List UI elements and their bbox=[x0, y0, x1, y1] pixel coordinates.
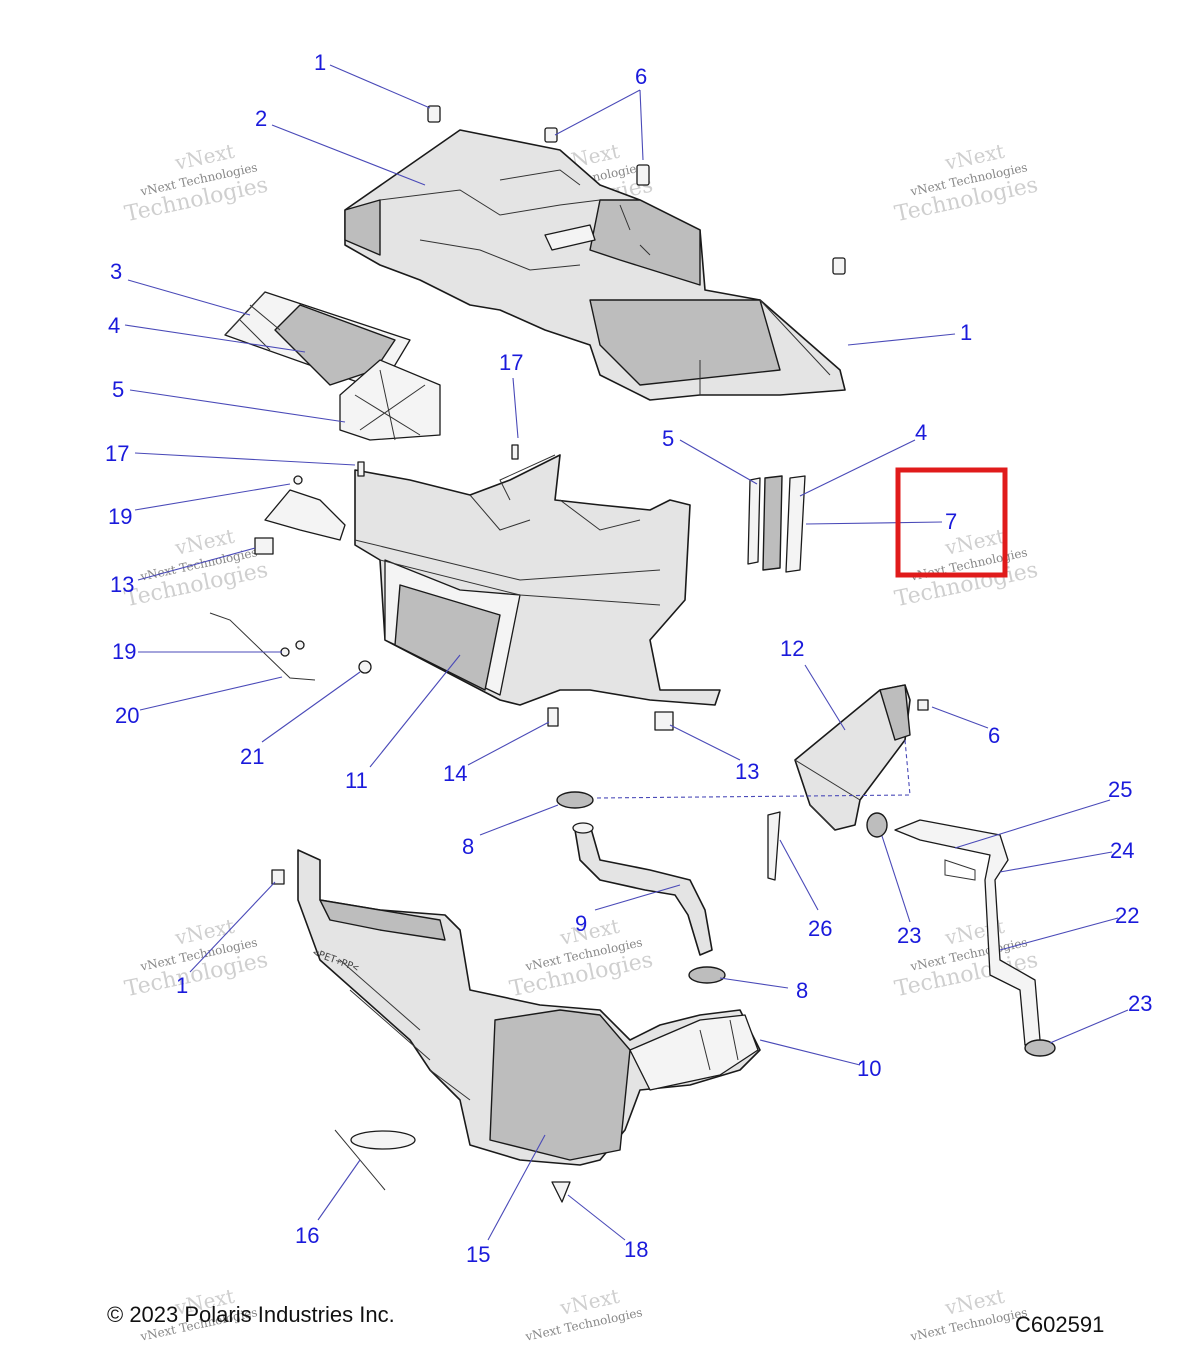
callout-19: 19 bbox=[112, 639, 136, 664]
callout-22: 22 bbox=[1115, 903, 1139, 928]
callout-20: 20 bbox=[115, 703, 139, 728]
callout-13: 13 bbox=[110, 572, 134, 597]
watermark: vNext vNext Technologies Technologies bbox=[893, 524, 1041, 613]
callout-16: 16 bbox=[295, 1223, 319, 1248]
callout-26: 26 bbox=[808, 916, 832, 941]
callout-23: 23 bbox=[1128, 991, 1152, 1016]
copyright-text: © 2023 Polaris Industries Inc. bbox=[107, 1302, 395, 1327]
watermark: vNext vNext Technologies Technologies bbox=[893, 139, 1041, 228]
callout-14: 14 bbox=[443, 761, 467, 786]
watermark: vNext vNext Technologies Technologies bbox=[123, 139, 271, 228]
hose-part bbox=[572, 822, 713, 956]
right-filter-strips-part bbox=[747, 475, 806, 573]
callouts: 1 6 2 3 4 1 5 17 5 4 17 7 19 13 12 19 6 … bbox=[105, 50, 1152, 1267]
callout-9: 9 bbox=[575, 911, 587, 936]
callout-13: 13 bbox=[735, 759, 759, 784]
callout-4: 4 bbox=[915, 420, 927, 445]
diagram-id: C602591 bbox=[1015, 1312, 1104, 1337]
callout-2: 2 bbox=[255, 106, 267, 131]
callout-17: 17 bbox=[499, 350, 523, 375]
fastener-part bbox=[209, 105, 929, 1203]
callout-1: 1 bbox=[314, 50, 326, 75]
callout-3: 3 bbox=[110, 259, 122, 284]
callout-18: 18 bbox=[624, 1237, 648, 1262]
callout-23: 23 bbox=[897, 923, 921, 948]
highlight-box bbox=[895, 467, 1008, 578]
callout-5: 5 bbox=[112, 377, 124, 402]
upper-cover-part bbox=[344, 129, 846, 401]
callout-8: 8 bbox=[462, 834, 474, 859]
clamp-part bbox=[866, 812, 1056, 1057]
callout-1: 1 bbox=[176, 973, 188, 998]
watermark: vNext vNext Technologies Technologies bbox=[123, 914, 271, 1003]
strap-part bbox=[334, 1129, 416, 1191]
callout-21: 21 bbox=[240, 744, 264, 769]
callout-17: 17 bbox=[105, 441, 129, 466]
callout-6: 6 bbox=[635, 64, 647, 89]
callout-11: 11 bbox=[345, 768, 368, 793]
callout-1: 1 bbox=[960, 320, 972, 345]
parts: <PET+PP< bbox=[209, 105, 1056, 1203]
watermark: vNext vNext Technologies bbox=[523, 1284, 643, 1344]
callout-7: 7 bbox=[945, 509, 957, 534]
lower-duct-part: <PET+PP< bbox=[297, 849, 761, 1166]
callout-12: 12 bbox=[780, 636, 804, 661]
callout-10: 10 bbox=[857, 1056, 881, 1081]
callout-4: 4 bbox=[108, 313, 120, 338]
callout-5: 5 bbox=[662, 426, 674, 451]
air-box-housing-part bbox=[264, 454, 721, 706]
clamp-part bbox=[556, 791, 726, 984]
left-filter-frame-part bbox=[224, 291, 441, 441]
tie-strap-part bbox=[767, 811, 781, 881]
leader-lines bbox=[124, 64, 1129, 1241]
callout-15: 15 bbox=[466, 1242, 490, 1267]
side-duct-part bbox=[794, 684, 911, 831]
callout-8: 8 bbox=[796, 978, 808, 1003]
callout-24: 24 bbox=[1110, 838, 1134, 863]
callout-19: 19 bbox=[108, 504, 132, 529]
callout-6: 6 bbox=[988, 723, 1000, 748]
watermark: vNext vNext Technologies bbox=[908, 1284, 1028, 1344]
callout-25: 25 bbox=[1108, 777, 1132, 802]
